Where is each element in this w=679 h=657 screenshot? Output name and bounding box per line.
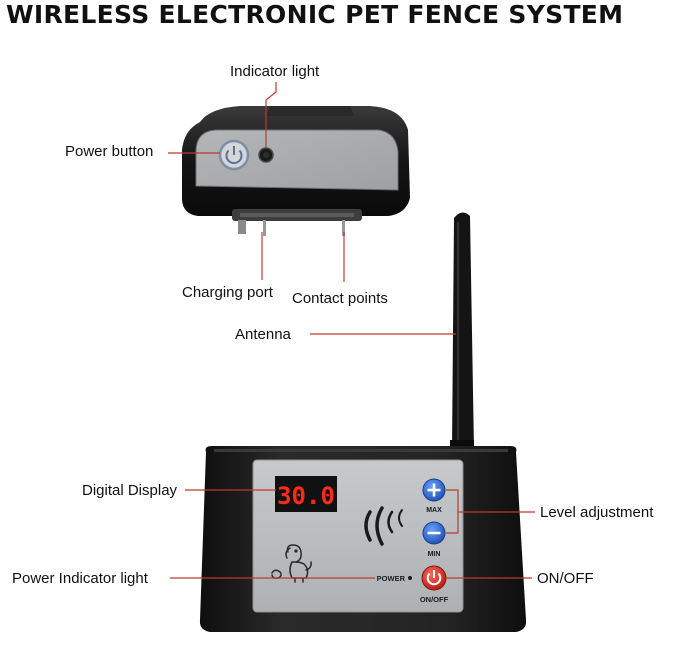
callout-on-off: ON/OFF (537, 570, 594, 587)
collar-indicator-light (258, 147, 274, 163)
level-up-button[interactable] (422, 478, 446, 502)
callout-level-adjustment: Level adjustment (540, 504, 654, 521)
callout-antenna: Antenna (235, 326, 291, 343)
min-label: MIN (428, 551, 441, 558)
collar-power-button[interactable] (218, 139, 250, 171)
collar-face (195, 129, 399, 191)
callout-lines (168, 82, 535, 579)
page-title: WIRELESS ELECTRONIC PET FENCE SYSTEM (6, 0, 624, 29)
callout-power-indicator-light: Power Indicator light (12, 570, 148, 587)
contact-point-right (342, 220, 345, 236)
callout-digital-display: Digital Display (82, 482, 178, 499)
callout-charging-port: Charging port (182, 284, 273, 301)
level-down-button[interactable] (422, 521, 446, 545)
callout-contact-points: Contact points (292, 290, 388, 307)
callout-line-indicator-light (265, 82, 277, 148)
contact-point-left (263, 220, 266, 236)
power-label: POWER (377, 574, 406, 583)
charging-port (238, 220, 246, 234)
callout-power-button: Power button (65, 143, 154, 160)
max-label: MAX (426, 507, 442, 514)
power-indicator-light (408, 576, 412, 580)
onoff-label: ON/OFF (420, 595, 449, 604)
on-off-button[interactable] (421, 565, 447, 591)
collar-top-cap (266, 106, 354, 116)
display-reading: 30.0 (277, 482, 335, 510)
signal-waves-icon (364, 506, 403, 546)
callout-indicator-light: Indicator light (230, 63, 320, 80)
digital-display (275, 476, 337, 512)
antenna (450, 212, 474, 450)
transmitter-base: 30.0 MAX MIN (199, 446, 527, 632)
collar-receiver (182, 106, 410, 236)
